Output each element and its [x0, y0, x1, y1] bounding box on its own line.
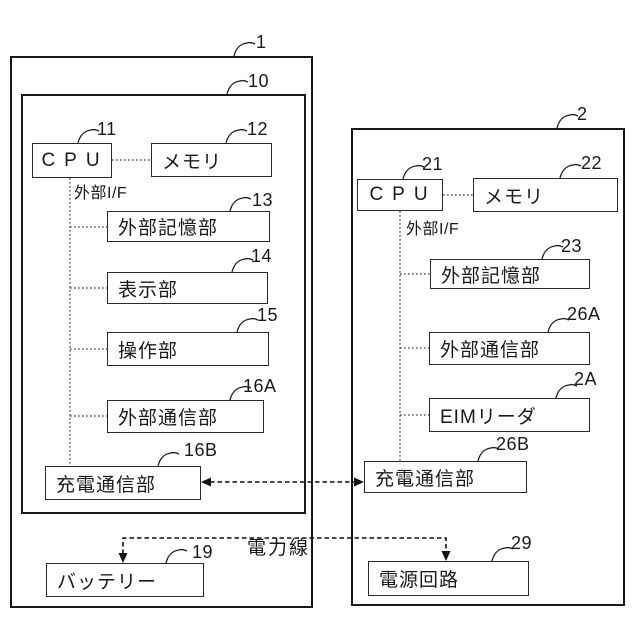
device1-inner-outline — [21, 94, 306, 514]
ref-label-26A: 26A — [567, 304, 601, 324]
ref-label-2A: 2A — [574, 369, 598, 389]
bus-label-ext-if-2: 外部I/F — [406, 221, 460, 238]
ref-label-14: 14 — [251, 246, 273, 266]
block-ext-storage-2: 外部記憶部 — [430, 259, 590, 289]
ref-label-12: 12 — [247, 119, 269, 139]
ref-label-11: 11 — [97, 119, 117, 139]
ref-label-10: 10 — [248, 71, 270, 91]
ref-label-21: 21 — [422, 154, 444, 174]
block-charge-comm-2: 充電通信部 — [364, 461, 527, 493]
bus-label-ext-if-1: 外部I/F — [74, 185, 128, 202]
block-memory-1: メモリ — [151, 143, 272, 177]
ref-label-1: 1 — [256, 32, 267, 52]
block-charge-comm-1: 充電通信部 — [45, 466, 201, 500]
ref-label-22: 22 — [581, 153, 603, 173]
block-memory-2: メモリ — [473, 178, 618, 212]
block-operation-1: 操作部 — [107, 332, 269, 366]
ref-label-16A: 16A — [243, 376, 277, 396]
device2-outline — [351, 128, 625, 606]
block-cpu-1: CPU — [32, 143, 112, 178]
ref-label-26B: 26B — [496, 434, 530, 454]
block-power-circuit: 電源回路 — [368, 561, 529, 596]
block-ext-comm-2: 外部通信部 — [429, 332, 590, 365]
device1-outline — [10, 56, 313, 608]
block-display-1: 表示部 — [107, 272, 268, 304]
block-battery: バッテリー — [46, 563, 204, 597]
ref-label-2: 2 — [577, 104, 588, 124]
ref-label-15: 15 — [257, 305, 279, 325]
ref-label-23: 23 — [561, 236, 583, 256]
block-eim-reader: EIMリーダ — [429, 398, 590, 432]
ref-label-29: 29 — [511, 533, 533, 553]
power-line-label: 電力線 — [247, 538, 311, 559]
ref-label-19: 19 — [192, 542, 214, 562]
block-ext-comm-1: 外部通信部 — [107, 400, 264, 433]
block-ext-storage-1: 外部記憶部 — [107, 211, 270, 242]
ref-label-13: 13 — [252, 190, 274, 210]
ref-label-16B: 16B — [184, 440, 218, 460]
block-cpu-2: CPU — [357, 179, 443, 211]
